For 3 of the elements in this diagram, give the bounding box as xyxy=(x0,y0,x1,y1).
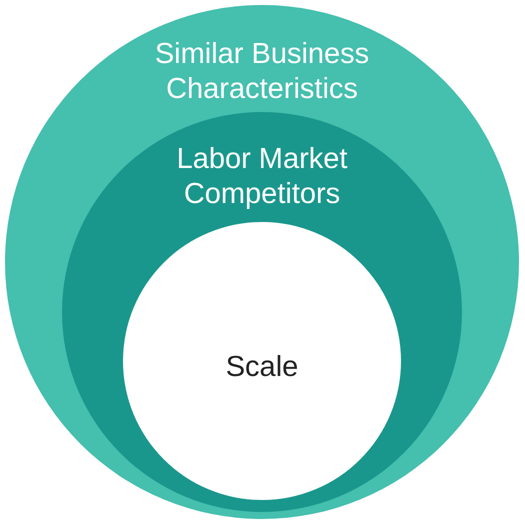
circle-label: Scale xyxy=(224,350,300,385)
circle-label: Similar Business Characteristics xyxy=(154,37,370,107)
circle-label: Labor Market Competitors xyxy=(176,142,348,212)
